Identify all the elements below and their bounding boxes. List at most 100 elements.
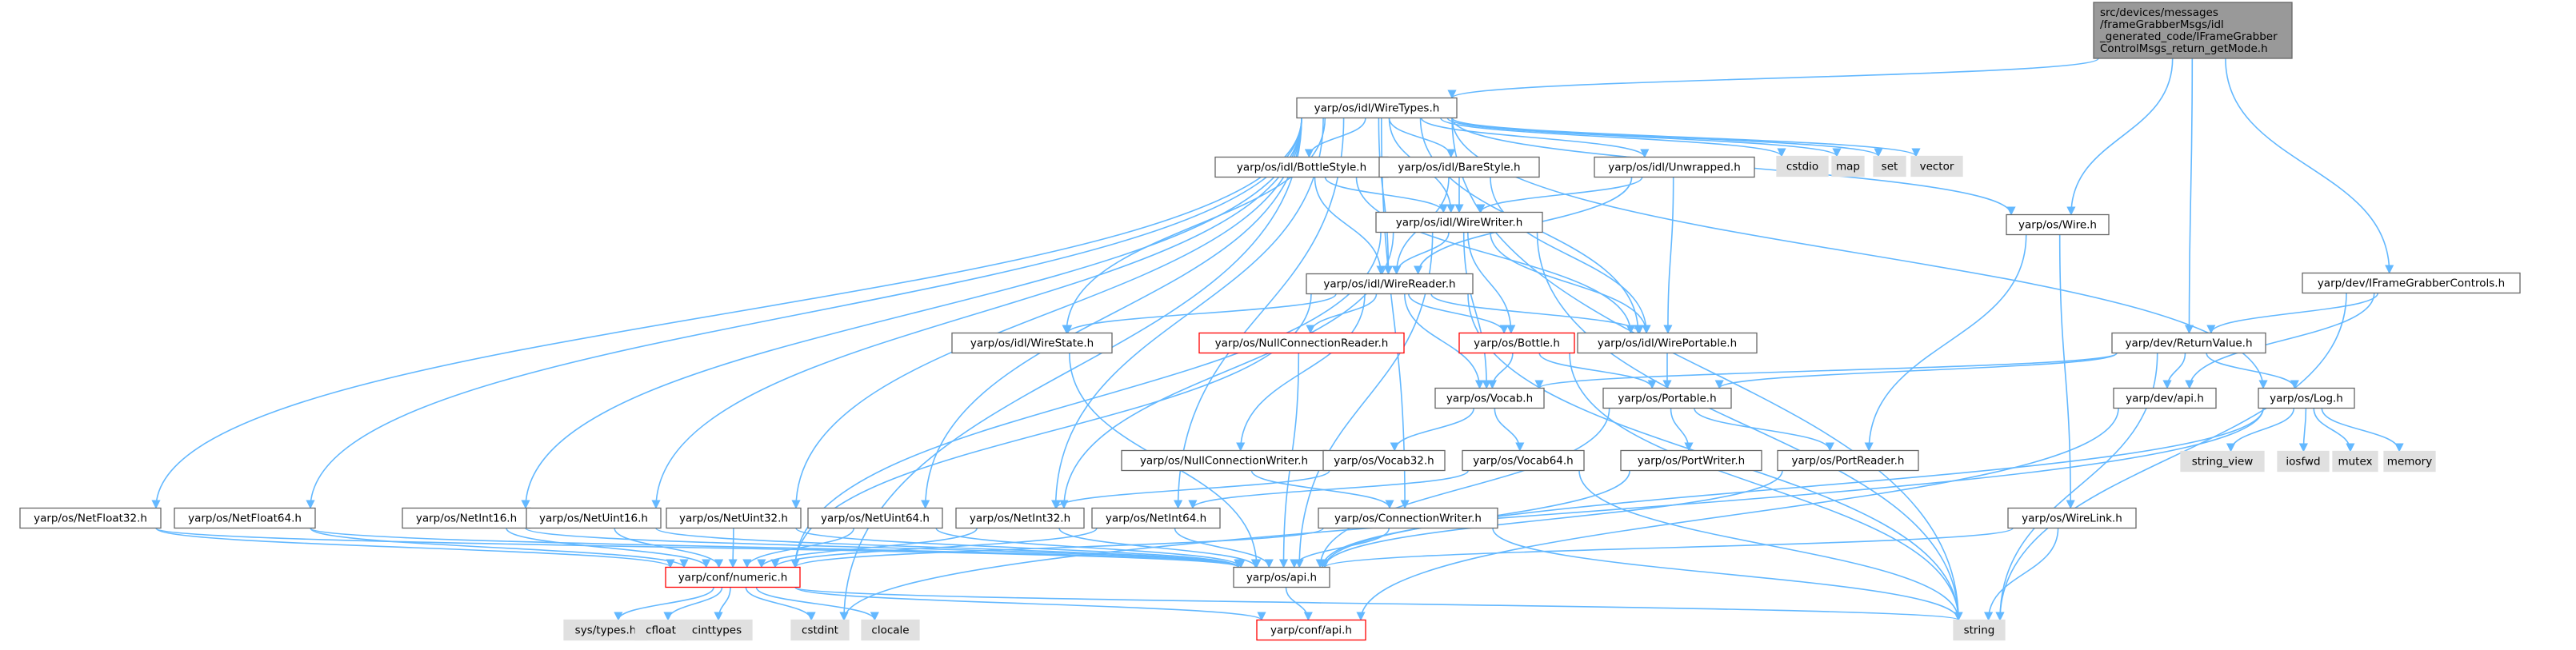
edge-netint32-to-osapi: [1058, 528, 1260, 568]
node-bottle[interactable]: yarp/os/Bottle.h: [1458, 332, 1575, 354]
node-wire[interactable]: yarp/os/Wire.h: [2006, 213, 2110, 236]
edge-wiretypes-to-bottlestyle: [1304, 118, 1366, 158]
node-wirereader[interactable]: yarp/os/idl/WireReader.h: [1306, 273, 1474, 295]
edge-returnvalue-to-vocab: [1534, 352, 2118, 389]
edge-wiretypes-to-set: [1451, 117, 1883, 158]
edge-unwrapped-to-wireportable: [1663, 177, 1674, 334]
edge-nullconnwriter-to-connwriter: [1250, 470, 1394, 509]
node-cinttypes: cinttypes: [681, 619, 753, 641]
node-wirelink[interactable]: yarp/os/WireLink.h: [2007, 507, 2137, 529]
node-netint32[interactable]: yarp/os/NetInt32.h: [955, 507, 1085, 529]
edge-netint16-to-numeric: [506, 528, 711, 568]
node-box: [1214, 156, 1389, 178]
edge-numeric-to-cinttypes: [714, 587, 731, 621]
node-connwriter[interactable]: yarp/os/ConnectionWriter.h: [1318, 507, 1498, 529]
node-label: /frameGrabberMsgs/idl: [2100, 18, 2224, 31]
node-label: map: [1836, 161, 1860, 173]
node-box: [2383, 450, 2436, 473]
node-label: yarp/os/idl/WireTypes.h: [1314, 102, 1440, 115]
node-box: [2258, 387, 2355, 409]
node-netint16[interactable]: yarp/os/NetInt16.h: [402, 507, 531, 529]
node-netint64[interactable]: yarp/os/NetInt64.h: [1091, 507, 1221, 529]
node-box: [951, 332, 1113, 354]
edge-netuint32-to-osapi: [795, 527, 1243, 568]
node-label: yarp/os/PortWriter.h: [1638, 455, 1745, 468]
edge-wirewriter-to-vocab: [1462, 232, 1491, 389]
node-box: [1462, 449, 1585, 472]
node-label: yarp/os/Wire.h: [2018, 219, 2097, 232]
node-label: cinttypes: [692, 624, 742, 637]
node-netuint32[interactable]: yarp/os/NetUint32.h: [666, 507, 802, 529]
node-portable[interactable]: yarp/os/Portable.h: [1602, 387, 1732, 409]
edges-layer: [151, 58, 2404, 621]
node-netuint16[interactable]: yarp/os/NetUint16.h: [526, 507, 662, 529]
node-cstdint: cstdint: [790, 619, 850, 641]
node-systypes: sys/types.h: [563, 619, 648, 641]
edge-log-to-mutex: [2313, 408, 2355, 453]
edge-returnvalue-to-portable: [1714, 352, 2118, 389]
node-label: yarp/os/idl/WireReader.h: [1323, 278, 1455, 291]
node-box: [681, 619, 753, 641]
node-box: [19, 507, 162, 529]
edge-bottlestyle-to-wireportable: [1355, 177, 1635, 334]
node-box: [1296, 97, 1458, 119]
node-label: yarp/os/NullConnectionReader.h: [1215, 337, 1389, 350]
node-box: [666, 507, 802, 529]
edge-log-to-string-view: [2226, 408, 2295, 453]
node-label: cfloat: [646, 624, 676, 637]
node-box: [861, 619, 920, 641]
node-vocab32[interactable]: yarp/os/Vocab32.h: [1322, 449, 1446, 472]
node-label: yarp/os/NetFloat64.h: [188, 512, 302, 525]
node-portwriter[interactable]: yarp/os/PortWriter.h: [1620, 449, 1762, 472]
node-returnvalue[interactable]: yarp/dev/ReturnValue.h: [2111, 332, 2266, 354]
node-wirestate[interactable]: yarp/os/idl/WireState.h: [951, 332, 1113, 354]
edge-vocab-to-vocab32: [1390, 408, 1474, 452]
node-box: [402, 507, 531, 529]
edge-wirereader-to-vocab: [1404, 293, 1485, 389]
edge-log-to-iosfwd: [2298, 408, 2309, 453]
edge-netuint64-to-numeric: [742, 528, 855, 568]
node-osapi[interactable]: yarp/os/api.h: [1233, 566, 1330, 588]
edge-connwriter-to-osapi: [1290, 528, 1390, 568]
node-root[interactable]: src/devices/messages/frameGrabberMsgs/id…: [2093, 2, 2293, 59]
edge-returnvalue-to-devapi: [2162, 353, 2186, 389]
node-wirewriter[interactable]: yarp/os/idl/WireWriter.h: [1375, 211, 1543, 233]
edge-wirewriter-to-string: [1536, 232, 1963, 621]
node-log[interactable]: yarp/os/Log.h: [2258, 387, 2355, 409]
node-box: [1910, 155, 1963, 177]
node-box: [1322, 449, 1446, 472]
edge-numeric-to-cfloat: [663, 587, 723, 621]
node-label: set: [1882, 161, 1898, 173]
node-memory: memory: [2383, 450, 2436, 473]
node-devapi[interactable]: yarp/dev/api.h: [2113, 387, 2217, 409]
node-unwrapped[interactable]: yarp/os/idl/Unwrapped.h: [1594, 156, 1755, 178]
node-label: yarp/os/NetInt32.h: [970, 512, 1070, 525]
node-box: [1831, 155, 1865, 177]
node-box: [2007, 507, 2137, 529]
node-confapi[interactable]: yarp/conf/api.h: [1256, 619, 1366, 641]
node-label: yarp/os/Log.h: [2270, 393, 2343, 405]
edge-barestyle-to-wireportable: [1490, 177, 1651, 334]
edge-numeric-to-confapi: [794, 586, 1266, 621]
node-nullconnreader[interactable]: yarp/os/NullConnectionReader.h: [1198, 332, 1405, 354]
node-framegrabbercontrols[interactable]: yarp/dev/IFrameGrabberControls.h: [2302, 272, 2521, 294]
node-box: [2180, 450, 2265, 473]
node-bottlestyle[interactable]: yarp/os/idl/BottleStyle.h: [1214, 156, 1389, 178]
node-nullconnwriter[interactable]: yarp/os/NullConnectionWriter.h: [1121, 449, 1327, 472]
node-box: [2332, 450, 2378, 473]
node-barestyle[interactable]: yarp/os/idl/BareStyle.h: [1378, 156, 1540, 178]
node-netfloat32[interactable]: yarp/os/NetFloat32.h: [19, 507, 162, 529]
node-wiretypes[interactable]: yarp/os/idl/WireTypes.h: [1296, 97, 1458, 119]
edge-wirewriter-to-numeric: [790, 232, 1382, 568]
node-netfloat64[interactable]: yarp/os/NetFloat64.h: [174, 507, 316, 529]
node-numeric[interactable]: yarp/conf/numeric.h: [665, 566, 801, 588]
edge-netfloat64-to-osapi: [310, 527, 1243, 568]
node-netuint64[interactable]: yarp/os/NetUint64.h: [807, 507, 943, 529]
edge-wirereader-to-nullconnwriter: [1236, 293, 1366, 452]
node-box: [174, 507, 316, 529]
node-wireportable[interactable]: yarp/os/idl/WirePortable.h: [1577, 332, 1758, 354]
node-vocab64[interactable]: yarp/os/Vocab64.h: [1462, 449, 1585, 472]
node-vocab[interactable]: yarp/os/Vocab.h: [1434, 387, 1545, 409]
node-portreader[interactable]: yarp/os/PortReader.h: [1777, 449, 1919, 472]
